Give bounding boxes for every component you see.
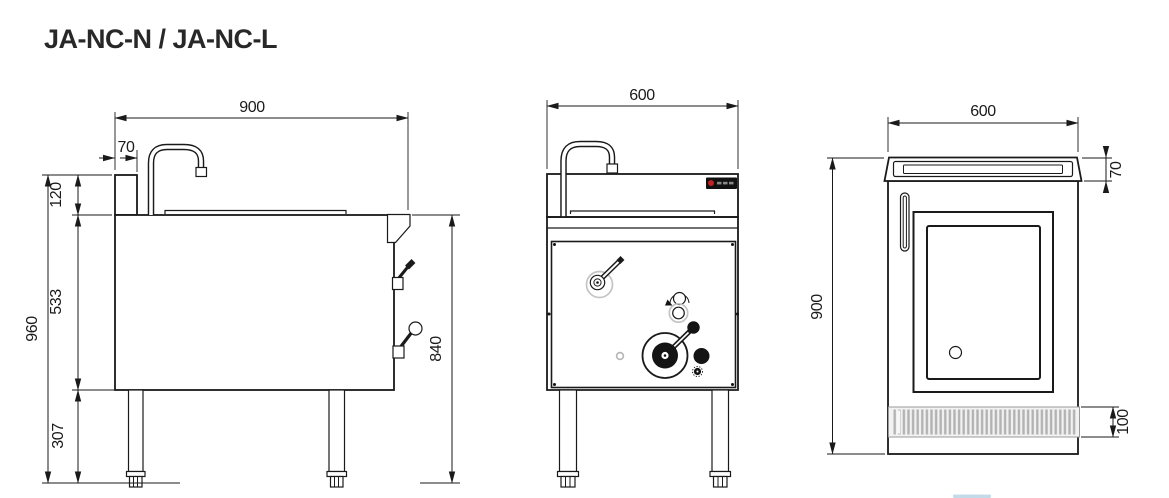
rear-door-handle[interactable] <box>899 192 910 252</box>
front-body <box>546 216 739 391</box>
front-faucet-nozzle <box>606 163 619 174</box>
side-lid-plate <box>164 209 347 214</box>
side-corner-bracket <box>386 213 411 244</box>
dim-front-width: 600 <box>629 87 655 104</box>
brand-badge-flame-icon <box>708 180 714 186</box>
side-view: 900 70 120 533 307 960 840 <box>24 99 460 488</box>
brand-badge <box>706 177 737 189</box>
side-legs <box>125 389 348 488</box>
watermark-fragment <box>953 494 991 498</box>
dim-side-width: 900 <box>239 99 265 116</box>
dim-side-overall-height: 960 <box>24 316 41 342</box>
front-view: 600 <box>546 87 739 488</box>
dim-rear-top-section: 70 <box>1108 161 1125 178</box>
ignition-button[interactable] <box>693 348 710 364</box>
main-burner-knob[interactable] <box>641 321 700 379</box>
side-faucet <box>147 143 208 215</box>
dim-rear-overall-height: 900 <box>809 294 826 320</box>
front-legs <box>556 389 732 488</box>
page-title: JA-NC-N / JA-NC-L <box>44 24 277 54</box>
front-rim-plate <box>569 210 716 214</box>
front-control-panel <box>550 240 737 389</box>
dim-rear-vent-height: 100 <box>1115 409 1132 435</box>
dim-rear-width: 600 <box>970 103 996 120</box>
knurled-screw[interactable] <box>692 366 703 377</box>
side-toggle-valve <box>391 259 416 291</box>
dim-side-worktop-height: 840 <box>428 336 445 362</box>
dim-side-backsplash-height: 120 <box>48 182 65 208</box>
side-drain-lever <box>392 321 423 359</box>
rear-door[interactable] <box>912 211 1054 393</box>
panel-screws <box>547 243 739 386</box>
front-faucet <box>560 140 619 217</box>
rear-vent-grille <box>888 406 1080 438</box>
dim-side-faucet-offset: 70 <box>118 139 135 156</box>
rear-view-dimensions: 600 70 900 100 <box>809 103 1132 455</box>
rear-view: 600 70 900 100 <box>809 103 1132 455</box>
pilot-knob-group[interactable] <box>665 291 690 324</box>
pilot-light <box>615 351 625 361</box>
side-body <box>114 214 395 391</box>
rear-door-hole <box>948 345 963 360</box>
side-backsplash <box>114 174 138 216</box>
side-faucet-nozzle <box>195 166 208 178</box>
rear-door-panel <box>926 225 1041 380</box>
dim-side-leg-height: 307 <box>50 423 67 449</box>
gas-valve-lever[interactable] <box>585 256 625 299</box>
front-view-dimensions: 600 <box>546 87 739 169</box>
dim-side-body-height: 533 <box>48 289 65 315</box>
side-view-dimensions: 900 70 120 533 307 960 840 <box>24 99 460 484</box>
